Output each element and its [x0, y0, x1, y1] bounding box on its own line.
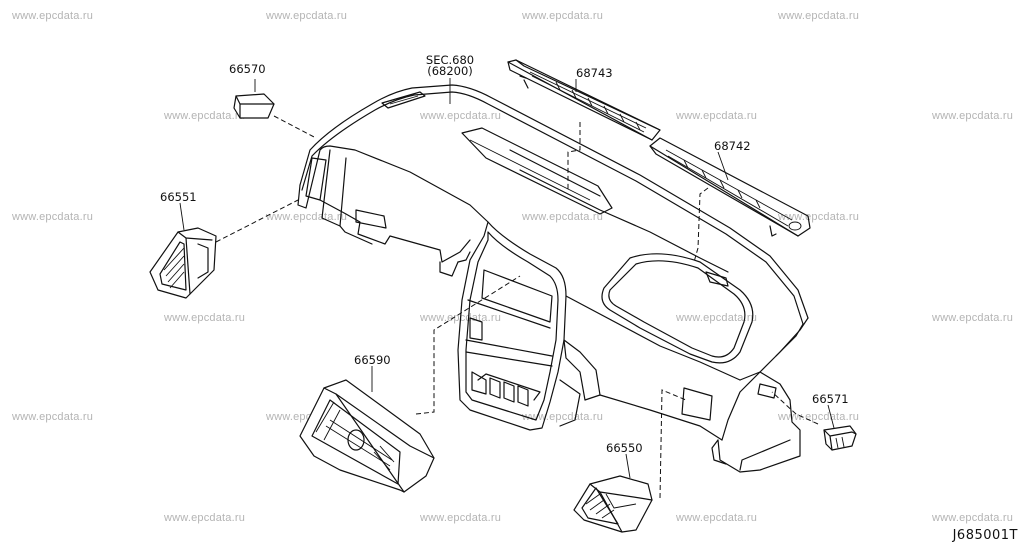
side-vent-66570 [233, 93, 275, 119]
section-label: SEC.680 [425, 53, 475, 67]
watermark: www.epcdata.ru [778, 211, 860, 223]
watermark: www.epcdata.ru [266, 10, 348, 22]
watermark: www.epcdata.ru [420, 512, 502, 524]
part-label-66590: 66590 [354, 353, 391, 367]
watermark: www.epcdata.ru [420, 110, 502, 122]
side-vent-66571 [823, 425, 857, 451]
leader-lines [179, 78, 835, 479]
watermark: www.epcdata.ru [164, 110, 246, 122]
watermark: www.epcdata.ru [932, 110, 1014, 122]
part-label-68742: 68742 [714, 139, 751, 153]
watermark: www.epcdata.ru [778, 10, 860, 22]
locator-lines [215, 115, 819, 499]
watermark: www.epcdata.ru [676, 312, 758, 324]
part-label-66550: 66550 [606, 441, 643, 455]
part-label-68743: 68743 [576, 66, 613, 80]
watermark: www.epcdata.ru [522, 411, 604, 423]
diagram-code: J685001T [952, 528, 1018, 543]
watermark: www.epcdata.ru [676, 512, 758, 524]
watermark: www.epcdata.ru [932, 312, 1014, 324]
center-vent-66590 [299, 379, 435, 493]
watermark: www.epcdata.ru [12, 411, 94, 423]
watermark: www.epcdata.ru [522, 211, 604, 223]
watermark: www.epcdata.ru [12, 10, 94, 22]
vent-66551 [149, 227, 217, 299]
part-label-66551: 66551 [160, 190, 197, 204]
watermark: www.epcdata.ru [164, 512, 246, 524]
defroster-grille-68742 [649, 137, 811, 237]
watermark: www.epcdata.ru [522, 10, 604, 22]
vent-66550 [573, 475, 653, 533]
watermark: www.epcdata.ru [676, 110, 758, 122]
part-label-66571: 66571 [812, 392, 849, 406]
instrument-panel [297, 84, 809, 473]
section-reference: SEC.680 (68200) [420, 53, 480, 78]
defroster-grille-68743 [507, 59, 661, 141]
watermark: www.epcdata.ru [12, 211, 94, 223]
watermark: www.epcdata.ru [164, 312, 246, 324]
watermark: www.epcdata.ru [932, 512, 1014, 524]
section-number: (68200) [427, 64, 473, 78]
part-label-66570: 66570 [229, 62, 266, 76]
watermark: www.epcdata.ru [778, 411, 860, 423]
